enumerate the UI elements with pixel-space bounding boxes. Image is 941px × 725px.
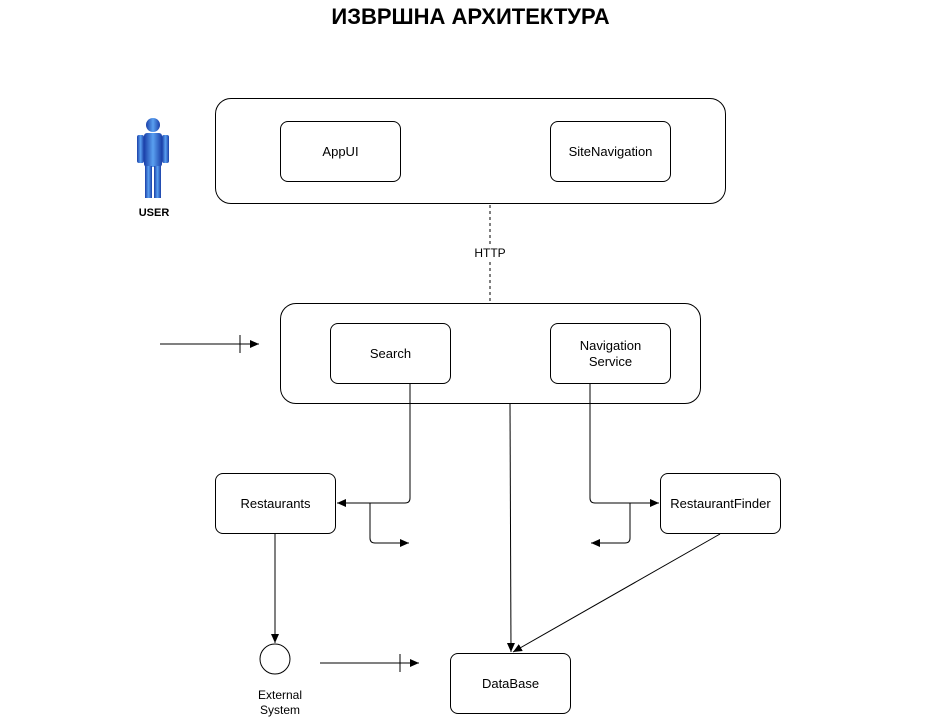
user-actor-icon bbox=[137, 118, 169, 198]
loose-arrow-left bbox=[591, 503, 631, 547]
navigation-service-box[interactable]: Navigation Service bbox=[550, 323, 671, 384]
external-system-node[interactable] bbox=[259, 643, 291, 675]
backend-to-database-edge bbox=[506, 403, 515, 653]
user-actor[interactable] bbox=[133, 116, 173, 206]
diagram-title: ИЗВРШНА АРХИТЕКТУРА bbox=[331, 4, 610, 29]
sitenavigation-box[interactable]: SiteNavigation bbox=[550, 121, 671, 182]
http-label: HTTP bbox=[466, 246, 514, 260]
search-box[interactable]: Search bbox=[330, 323, 451, 384]
user-actor-label: USER bbox=[138, 207, 170, 219]
search-to-restaurants-edge bbox=[337, 384, 411, 507]
appui-box[interactable]: AppUI bbox=[280, 121, 401, 182]
external-system-label: External System bbox=[257, 688, 303, 717]
database-box[interactable]: DataBase bbox=[450, 653, 571, 714]
restaurantfinder-box[interactable]: RestaurantFinder bbox=[660, 473, 781, 534]
finder-to-database-edge bbox=[512, 533, 721, 653]
navservice-to-finder-edge bbox=[589, 384, 659, 507]
loose-arrow-right bbox=[369, 503, 409, 547]
restaurants-box[interactable]: Restaurants bbox=[215, 473, 336, 534]
